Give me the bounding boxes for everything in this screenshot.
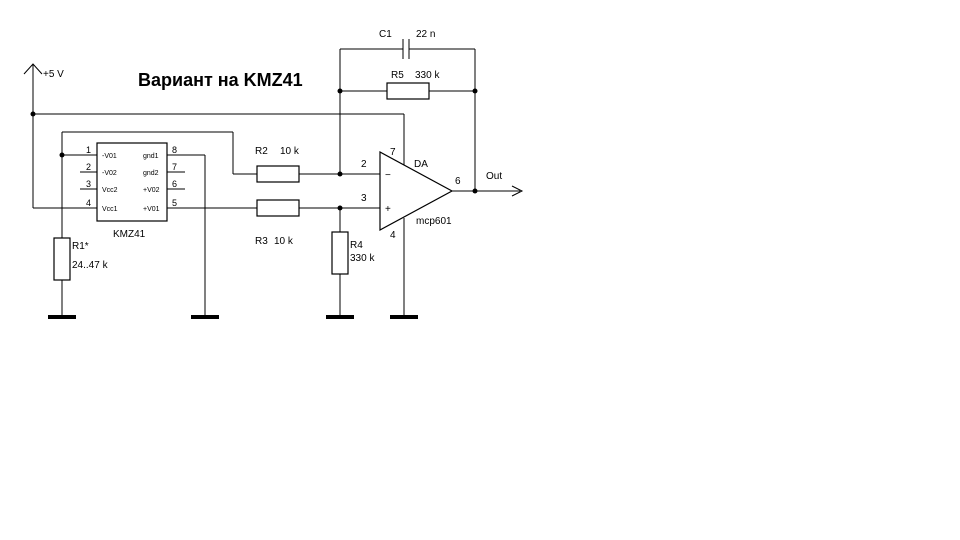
- junction-dot: [59, 152, 65, 158]
- output-arrow-icon: [511, 185, 524, 197]
- sensor-pin-label: Vcc2: [102, 187, 118, 194]
- r4-value: 330 k: [350, 253, 375, 264]
- sensor-pin-label: +V02: [143, 187, 160, 194]
- supply-rail: [30, 111, 405, 152]
- r3-ref: R3: [255, 236, 268, 247]
- sensor-pin-num: 1: [86, 145, 91, 155]
- resistor-r5: R5 330 k: [340, 70, 475, 100]
- schematic-title: Вариант на KMZ41: [138, 70, 303, 90]
- opamp-pin-6: 6: [455, 176, 461, 187]
- capacitor-c1: C1 22 n: [340, 29, 475, 59]
- output-label: Out: [486, 171, 502, 182]
- sensor-pin-label: gnd2: [143, 170, 159, 177]
- sensor-pin-num: 3: [86, 179, 91, 189]
- sensor-name: KMZ41: [113, 229, 146, 240]
- feedback-network: [337, 49, 478, 194]
- r1-value: 24..47 k: [72, 260, 109, 271]
- sensor-pin-num: 5: [172, 198, 177, 208]
- sensor-pin-label: -V02: [102, 170, 117, 177]
- sensor-body: [96, 142, 168, 222]
- r2-ref: R2: [255, 146, 268, 157]
- opamp-minus: −: [385, 170, 391, 181]
- resistor-r1: R1* 24..47 k: [48, 237, 109, 319]
- opamp-plus: +: [385, 204, 391, 215]
- opamp-pin-7: 7: [390, 147, 396, 158]
- resistor-r2: R2 10 k: [255, 146, 380, 183]
- sensor-pin-num: 4: [86, 198, 91, 208]
- sensor-pin-num: 7: [172, 162, 177, 172]
- supply-label: +5 V: [43, 69, 64, 80]
- sensor-kmz41: 1 2 3 4 -V01 -V02 Vcc2 Vcc1 8 7 6 5 gnd1…: [33, 142, 257, 240]
- opamp-pin-2: 2: [361, 159, 367, 170]
- supply-arrow-icon: [23, 63, 43, 75]
- opamp-ref: DA: [414, 159, 428, 170]
- sensor-pin-label: +V01: [143, 206, 160, 213]
- opamp-pin-4: 4: [390, 230, 396, 241]
- opamp-da: 2 3 7 4 6 − + DA mcp601 Out: [361, 147, 524, 319]
- c1-ref: C1: [379, 29, 392, 40]
- junction-dot: [30, 111, 36, 117]
- sensor-pin-num: 2: [86, 162, 91, 172]
- sensor-pin-num: 8: [172, 145, 177, 155]
- sensor-pin-label: gnd1: [143, 153, 159, 160]
- resistor-r4: R4 330 k: [326, 205, 375, 319]
- sensor-pin-label: Vcc1: [102, 206, 118, 213]
- sensor-pin-label: -V01: [102, 153, 117, 160]
- c1-value: 22 n: [416, 29, 435, 40]
- r5-value: 330 k: [415, 70, 440, 81]
- r1-ref: R1*: [72, 241, 89, 252]
- r4-ref: R4: [350, 240, 363, 251]
- opamp-body: [379, 150, 454, 232]
- opamp-part: mcp601: [416, 216, 452, 227]
- supply-5v: +5 V: [23, 63, 64, 208]
- opamp-pin-3: 3: [361, 193, 367, 204]
- net-minus-v01: [59, 131, 257, 238]
- r3-value: 10 k: [274, 236, 294, 247]
- net-gnd1: [191, 155, 219, 319]
- r5-ref: R5: [391, 70, 404, 81]
- sensor-pin-num: 6: [172, 179, 177, 189]
- r2-value: 10 k: [280, 146, 300, 157]
